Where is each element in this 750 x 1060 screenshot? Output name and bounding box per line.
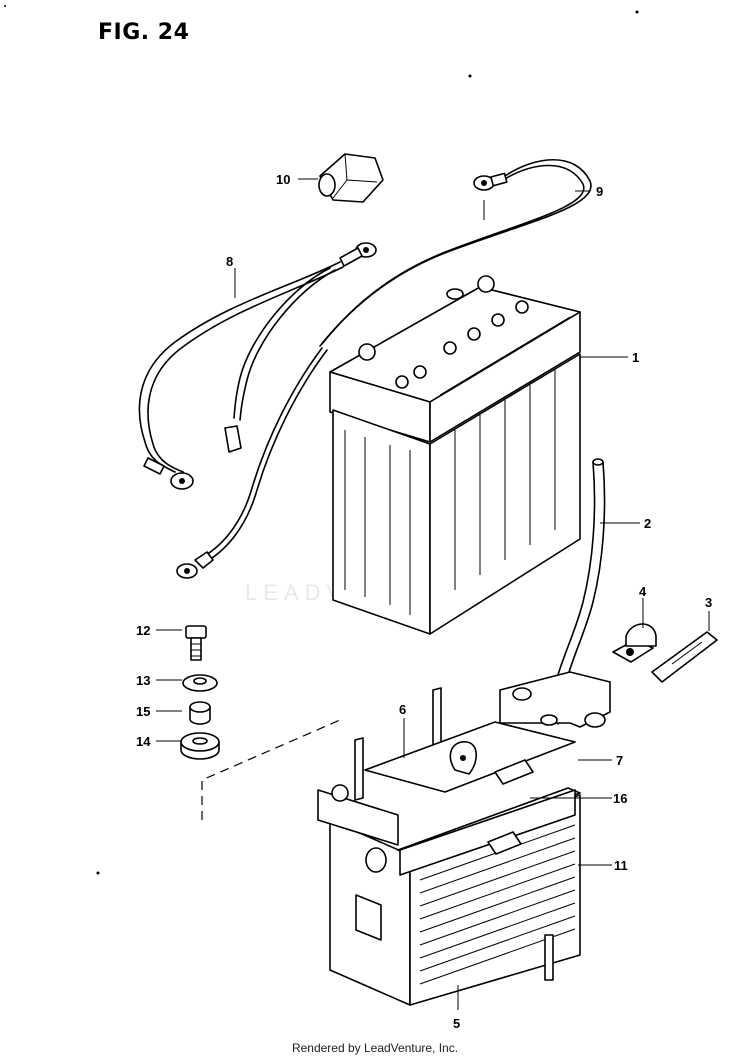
bolt (185, 625, 207, 661)
callout-6: 6 (399, 702, 406, 717)
callout-14: 14 (136, 734, 151, 749)
callout-2: 2 (644, 516, 651, 531)
callout-1: 1 (632, 350, 639, 365)
collar (189, 701, 211, 725)
callout-7: 7 (616, 753, 623, 768)
cushion (180, 732, 220, 760)
battery (329, 275, 581, 635)
terminal-cap (318, 153, 384, 203)
footer-credit: Rendered by LeadVenture, Inc. (291, 1041, 459, 1055)
assembly-dash-line (201, 719, 341, 820)
clamp (612, 623, 657, 663)
callout-11: 11 (614, 858, 628, 873)
callout-3: 3 (705, 595, 712, 610)
callout-15: 15 (136, 704, 150, 719)
battery-holder (317, 671, 611, 1006)
callout-9: 9 (596, 184, 603, 199)
callout-5: 5 (453, 1016, 460, 1031)
positive-cable (176, 159, 592, 579)
callout-13: 13 (136, 673, 150, 688)
leader-lines (156, 178, 710, 1010)
figure-title: FIG. 24 (98, 20, 190, 45)
callout-12: 12 (136, 623, 150, 638)
strip (651, 631, 718, 683)
negative-cable (138, 242, 377, 490)
battery-terminals (358, 275, 529, 389)
callout-labels: 10 9 8 1 2 4 3 12 13 15 14 6 7 16 11 5 (136, 172, 712, 1031)
callout-8: 8 (226, 254, 233, 269)
washer (182, 674, 218, 692)
scan-specks (4, 5, 639, 875)
callout-16: 16 (613, 791, 627, 806)
callout-10: 10 (276, 172, 290, 187)
callout-4: 4 (639, 584, 647, 599)
